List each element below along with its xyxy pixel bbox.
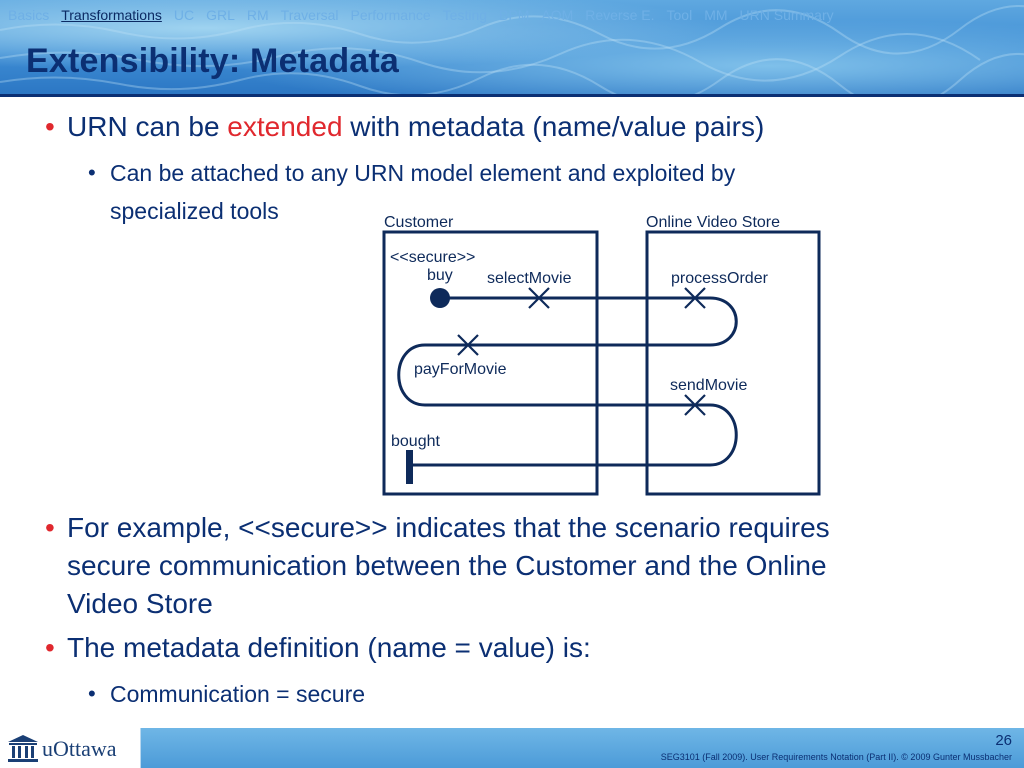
bullet-3: • The metadata definition (name = value)…: [45, 629, 591, 667]
bullet-1-text-post: with metadata (name/value pairs): [342, 111, 765, 142]
responsibility-select-movie: [528, 287, 550, 309]
building-icon: [8, 735, 38, 762]
bullet-2: • For example, <<secure>> indicates that…: [45, 509, 830, 623]
nav-performance[interactable]: Performance: [350, 7, 431, 23]
bullet-2-line-3: Video Store: [67, 588, 213, 619]
component-label-customer: Customer: [384, 214, 454, 231]
start-label: buy: [427, 267, 453, 284]
send-movie-label: sendMovie: [670, 377, 747, 394]
nav-uc[interactable]: UC: [173, 7, 195, 23]
stereotype-label: <<secure>>: [390, 249, 475, 266]
university-logo[interactable]: uOttawa: [0, 728, 141, 768]
water-ripple-background: [0, 5, 1024, 94]
nav-tool[interactable]: Tool: [666, 7, 693, 23]
nav-urn-summary[interactable]: URN Summary: [739, 7, 834, 23]
responsibility-pay-for-movie: [457, 334, 479, 356]
nav-reverse-e[interactable]: Reverse E.: [585, 7, 655, 23]
bullet-2-line-1: For example, <<secure>> indicates that t…: [67, 512, 830, 543]
bullet-1-highlight: extended: [227, 111, 343, 142]
responsibility-process-order: [684, 287, 706, 309]
footer-bar: uOttawa 26 SEG3101 (Fall 2009). User Req…: [0, 728, 1024, 768]
nav-testing[interactable]: Testing: [442, 7, 488, 23]
sub-bullet-dot: •: [88, 160, 96, 185]
bullet-3-sub: • Communication = secure: [88, 675, 366, 713]
component-label-video-store: Online Video Store: [646, 214, 780, 231]
component-customer: [382, 230, 599, 496]
select-movie-label: selectMovie: [487, 270, 572, 287]
nav-mm[interactable]: MM: [704, 7, 728, 23]
bullet-1-text-pre: URN can be: [67, 111, 228, 142]
use-case-map-diagram: Customer Online Video Store <<secure>> b…: [382, 214, 821, 496]
nav-traversal[interactable]: Traversal: [280, 7, 339, 23]
component-video-store: [645, 230, 821, 496]
nav-transformations[interactable]: Transformations: [61, 7, 162, 23]
page-number: 26: [995, 732, 1012, 749]
bullet-3-text: The metadata definition (name = value) i…: [67, 632, 591, 663]
nav-basics[interactable]: Basics: [8, 7, 50, 23]
bullet-dot: •: [45, 512, 55, 543]
process-order-label: processOrder: [671, 270, 769, 287]
nav-bpm[interactable]: BPM: [499, 7, 530, 23]
end-point: [406, 450, 413, 484]
bullet-2-line-2: secure communication between the Custome…: [67, 550, 827, 581]
slide-title: Extensibility: Metadata: [26, 42, 400, 80]
bullet-3-sub-text: Communication = secure: [110, 681, 366, 707]
nav-aom[interactable]: AOM: [541, 7, 574, 23]
logo-text: uOttawa: [42, 736, 117, 761]
sub-bullet-dot: •: [88, 681, 96, 706]
pay-for-movie-label: payForMovie: [414, 361, 507, 378]
bullet-1-sub-line-2: specialized tools: [110, 198, 279, 224]
end-label: bought: [391, 433, 440, 450]
bullet-dot: •: [45, 632, 55, 663]
nav-grl[interactable]: GRL: [206, 7, 235, 23]
start-point: [430, 288, 450, 308]
bullet-1-sub: • Can be attached to any URN model eleme…: [88, 154, 736, 230]
footer-credits: SEG3101 (Fall 2009). User Requirements N…: [660, 752, 1012, 762]
section-nav: Basics Transformations UC GRL RM Travers…: [8, 7, 834, 25]
bullet-1-sub-line-1: Can be attached to any URN model element…: [110, 160, 736, 186]
header-divider: [0, 94, 1024, 97]
nav-rm[interactable]: RM: [246, 7, 269, 23]
bullet-1: • URN can be extended with metadata (nam…: [45, 108, 765, 146]
path-segment-1: [397, 296, 738, 467]
responsibility-send-movie: [684, 394, 706, 416]
header-banner: Basics Transformations UC GRL RM Travers…: [0, 0, 1024, 94]
bullet-dot: •: [45, 111, 55, 142]
